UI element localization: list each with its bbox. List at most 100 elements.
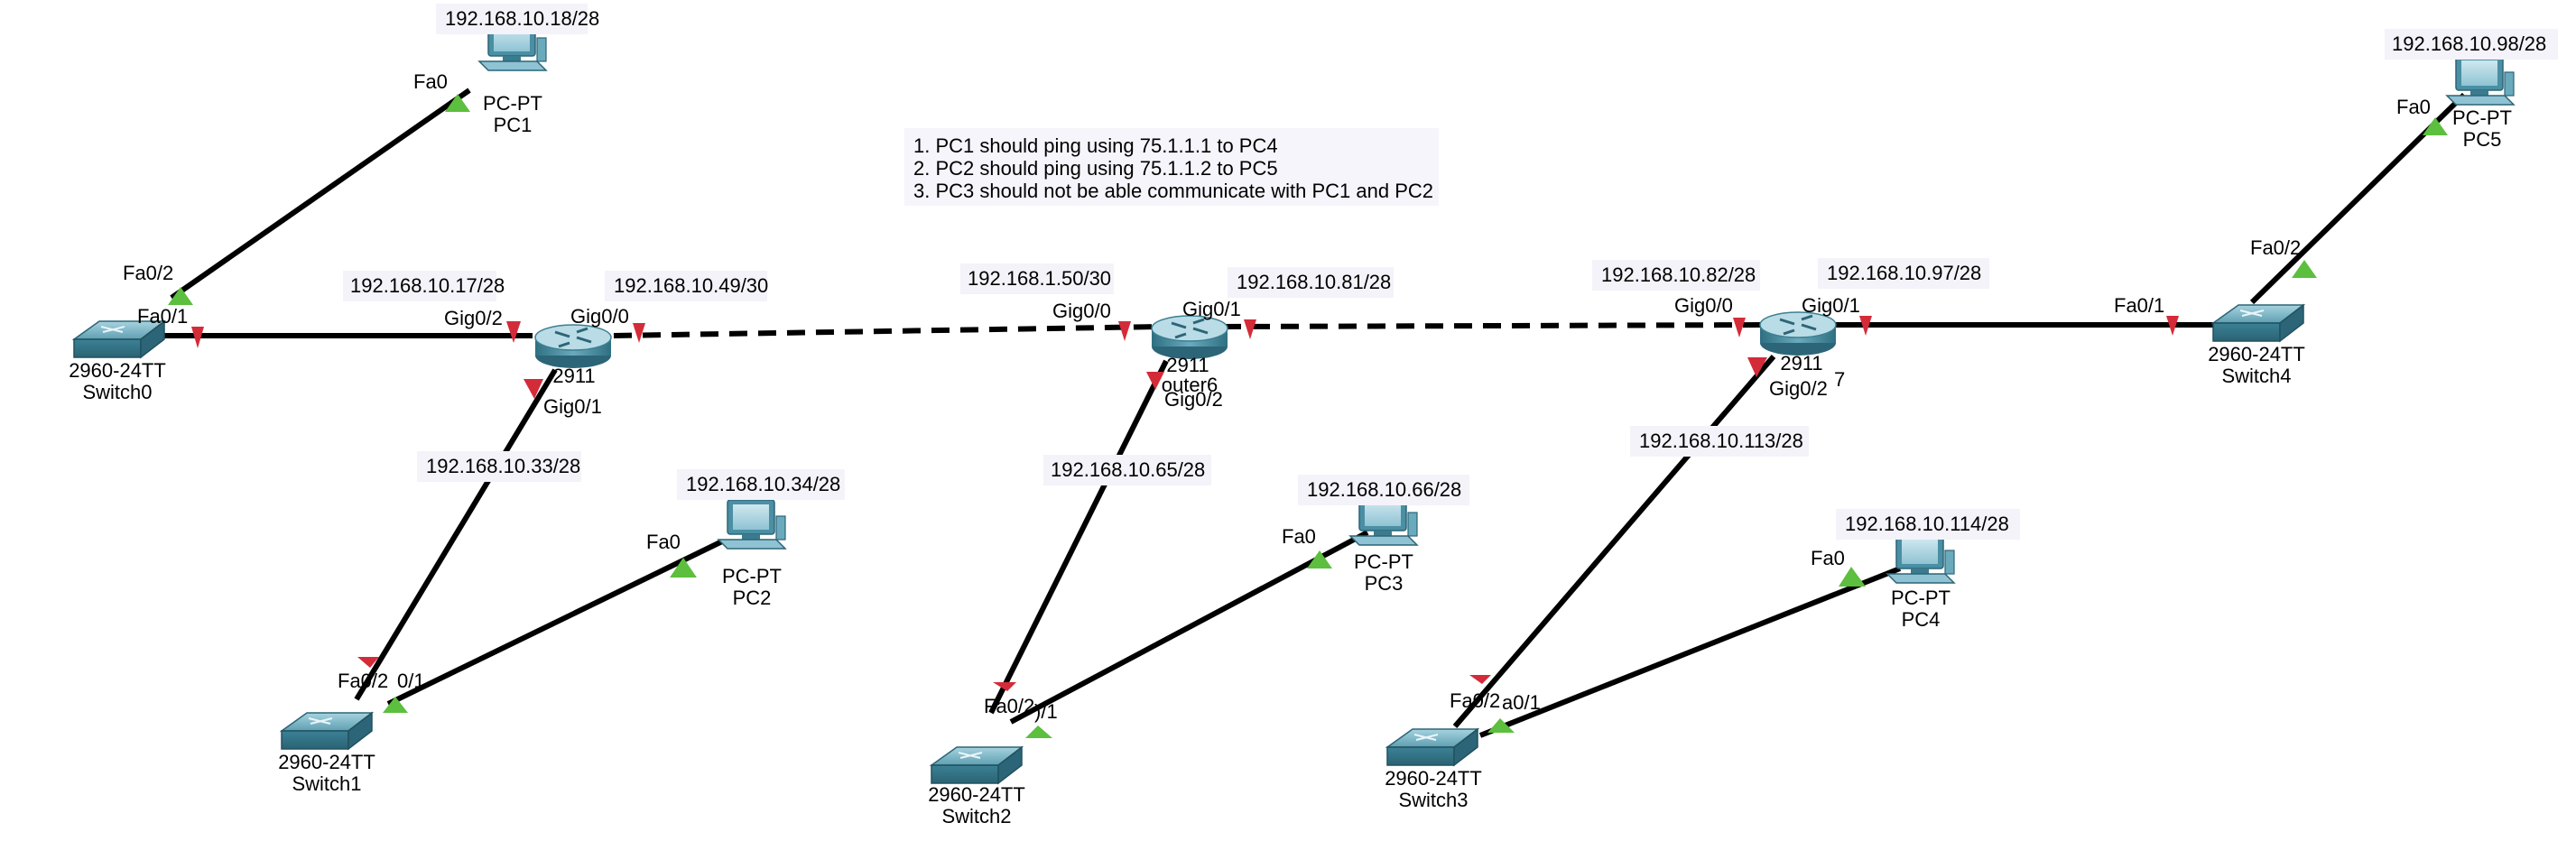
link-down-marker xyxy=(524,379,543,399)
switch2-name-label: Switch2 xyxy=(941,805,1011,827)
router-right-icon xyxy=(1758,310,1838,357)
switch0-device[interactable]: 2960-24TT Switch0 xyxy=(69,320,166,403)
pc5-ip-label: 192.168.10.98/28 xyxy=(2392,32,2546,55)
link-router-router6[interactable] xyxy=(613,324,1161,338)
switch2-device[interactable]: 2960-24TT Switch2 xyxy=(928,746,1025,827)
port-label-router-gig00: Gig0/0 xyxy=(570,305,629,328)
port-label-router6-gig02: Gig0/2 xyxy=(1164,388,1223,411)
port-labels: Fa0 Fa0/2 Fa0/1 Gig0/2 Gig0/0 Gig0/1 Fa0… xyxy=(123,70,2431,723)
link-router7-switch3[interactable] xyxy=(1452,355,1776,728)
port-label-router7-gig02: Gig0/2 xyxy=(1769,377,1828,400)
link-down-marker xyxy=(1859,316,1872,336)
pc4-ip-label: 192.168.10.114/28 xyxy=(1845,513,2009,535)
port-label-switch2-fa01: )/1 xyxy=(1034,700,1058,723)
port-label-switch3-fa02: Fa0/2 xyxy=(1450,689,1500,712)
switch3-icon xyxy=(1386,728,1478,766)
ip-address-labels: 192.168.10.18/28 192.168.10.17/28 192.16… xyxy=(343,4,2558,540)
router-right-name-label: 7 xyxy=(1834,368,1845,391)
pc4-device[interactable]: PC-PT PC4 xyxy=(1886,533,1955,631)
link-down-marker xyxy=(1747,357,1767,377)
port-label-switch0-fa02: Fa0/2 xyxy=(123,262,173,284)
link-status-markers xyxy=(168,94,2448,738)
port-label-pc4-fa0: Fa0 xyxy=(1811,547,1845,569)
switch2-model-label: 2960-24TT xyxy=(928,783,1025,806)
pc2-icon xyxy=(718,499,786,550)
pc1-ip-label: 192.168.10.18/28 xyxy=(445,7,599,30)
port-label-switch1-fa02: Fa0/2 xyxy=(338,670,388,692)
switch4-name-label: Switch4 xyxy=(2221,365,2291,387)
link-pc1-switch0[interactable] xyxy=(170,88,471,300)
router-left-model-label: 2911 xyxy=(552,365,595,387)
router6-gig00-ip-label: 192.168.1.50/30 xyxy=(968,267,1111,290)
switch1-device[interactable]: 2960-24TT Switch1 xyxy=(278,712,375,795)
port-label-switch3-fa01: a0/1 xyxy=(1502,691,1541,714)
switch1-icon xyxy=(281,712,373,750)
link-down-marker xyxy=(191,327,204,348)
router7-gig00-ip-label: 192.168.10.82/28 xyxy=(1601,263,1756,286)
switch2-icon xyxy=(931,746,1023,784)
switch4-icon xyxy=(2212,304,2304,342)
requirements-note: 1. PC1 should ping using 75.1.1.1 to PC4… xyxy=(904,128,1439,206)
router-mid-model-label: 2911 xyxy=(1166,354,1209,376)
router-right-model-label: 2911 xyxy=(1780,352,1822,374)
link-up-marker xyxy=(1025,725,1052,738)
link-down-marker xyxy=(1118,321,1131,341)
router6-gig01-ip-label: 192.168.10.81/28 xyxy=(1237,271,1391,293)
pc3-device[interactable]: PC-PT PC3 xyxy=(1349,495,1418,595)
link-down-marker xyxy=(1244,319,1256,339)
switch1-model-label: 2960-24TT xyxy=(278,751,375,773)
switch4-device[interactable]: 2960-24TT Switch4 xyxy=(2208,304,2305,387)
router-gig00-ip-label: 192.168.10.49/30 xyxy=(614,274,768,297)
router6-gig02-ip-label: 192.168.10.65/28 xyxy=(1051,458,1205,481)
port-label-router-gig02: Gig0/2 xyxy=(444,307,503,329)
port-label-router7-gig00: Gig0/0 xyxy=(1674,294,1733,317)
pc3-ip-label: 192.168.10.66/28 xyxy=(1307,478,1461,501)
port-label-router6-gig00: Gig0/0 xyxy=(1052,300,1111,322)
link-down-marker xyxy=(1733,318,1746,337)
link-pc2-switch1[interactable] xyxy=(386,539,724,707)
pc2-model-label: PC-PT xyxy=(722,565,782,587)
link-router-switch1[interactable] xyxy=(354,368,558,701)
link-up-marker xyxy=(1307,550,1332,568)
link-router6-switch2[interactable] xyxy=(988,359,1169,715)
port-label-switch4-fa02: Fa0/2 xyxy=(2250,236,2301,259)
link-down-marker xyxy=(2166,316,2179,336)
router7-gig02-ip-label: 192.168.10.113/28 xyxy=(1639,430,1803,452)
link-pc4-switch3[interactable] xyxy=(1478,566,1902,738)
port-label-router7-gig01: Gig0/1 xyxy=(1802,294,1860,317)
pc2-ip-label: 192.168.10.34/28 xyxy=(686,473,840,495)
link-down-marker xyxy=(1146,372,1164,390)
router-mid-icon xyxy=(1150,314,1229,361)
link-down-marker xyxy=(633,323,645,343)
router-right-device[interactable]: 2911 7 xyxy=(1758,310,1845,391)
link-down-marker xyxy=(357,657,379,668)
router-mid-device[interactable]: 2911 outer6 xyxy=(1150,314,1229,396)
link-up-marker xyxy=(2292,260,2317,278)
router-gig02-ip-label: 192.168.10.17/28 xyxy=(350,274,505,297)
switch3-model-label: 2960-24TT xyxy=(1385,767,1482,790)
switch1-name-label: Switch1 xyxy=(292,772,361,795)
note-line-2: 2. PC2 should ping using 75.1.1.2 to PC5 xyxy=(913,157,1278,180)
pc4-model-label: PC-PT xyxy=(1891,587,1951,609)
pc1-device[interactable]: PC-PT PC1 xyxy=(478,21,547,136)
port-label-router6-gig01: Gig0/1 xyxy=(1182,298,1241,320)
switch3-device[interactable]: 2960-24TT Switch3 xyxy=(1385,728,1482,811)
link-up-marker xyxy=(1839,567,1866,587)
link-up-marker xyxy=(1487,718,1515,733)
pc3-name-label: PC3 xyxy=(1365,572,1404,595)
pc5-device[interactable]: PC-PT PC5 xyxy=(2446,55,2515,151)
port-label-router-gig01: Gig0/1 xyxy=(543,395,602,418)
link-down-marker xyxy=(1469,675,1491,684)
router-left-device[interactable]: 2911 xyxy=(533,323,613,387)
link-up-marker xyxy=(670,558,697,578)
link-down-marker xyxy=(993,682,1016,691)
link-router6-router7[interactable] xyxy=(1222,322,1770,329)
port-label-switch4-fa01: Fa0/1 xyxy=(2114,294,2164,317)
pc4-name-label: PC4 xyxy=(1902,608,1941,631)
link-up-marker xyxy=(383,697,408,713)
switch0-name-label: Switch0 xyxy=(82,381,152,403)
pc2-device[interactable]: PC-PT PC2 xyxy=(718,499,786,609)
link-pc3-switch2[interactable] xyxy=(1009,530,1369,725)
link-up-marker xyxy=(168,287,193,305)
